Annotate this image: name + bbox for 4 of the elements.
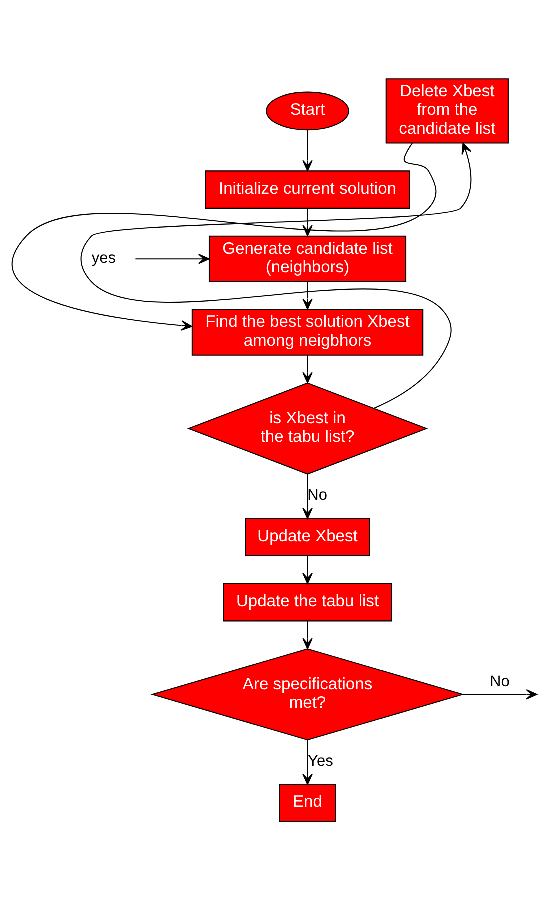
edge-label: Yes [308,752,334,770]
edge-label: No [308,486,328,504]
edge-label: No [490,672,510,690]
edge-label: yes [92,249,116,266]
